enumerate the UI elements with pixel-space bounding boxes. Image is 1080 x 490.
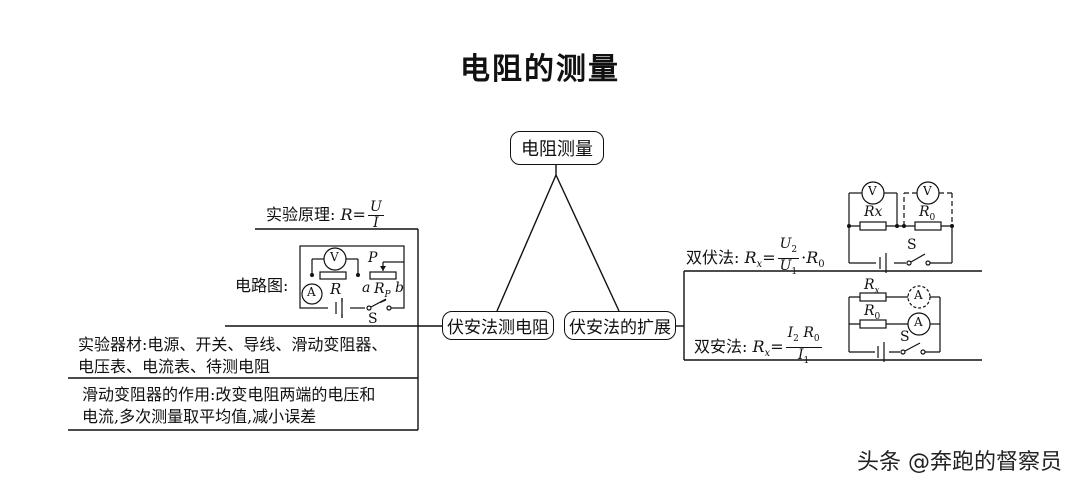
switch-letter: S — [368, 311, 378, 327]
switch-letter: S — [900, 329, 910, 345]
root-node[interactable]: 电阻测量 — [510, 131, 604, 165]
ammeter-icon — [907, 285, 931, 309]
watermark: 头条 @奔跑的督察员 — [857, 450, 1062, 475]
resistor-letter: R — [330, 280, 342, 298]
ammeter-icon — [301, 283, 323, 305]
rx-letter: Rx — [864, 204, 883, 220]
ammeter-icon — [907, 312, 931, 336]
ammeter-letter: A — [307, 285, 316, 299]
a2-letter: A — [914, 315, 923, 329]
page-title: 电阻的测量 — [460, 52, 620, 87]
branch-extension[interactable]: 伏安法的扩展 — [564, 311, 676, 340]
voltmeter-letter: V — [330, 250, 339, 264]
r0-letter: R0 — [919, 204, 936, 223]
voltmeter-icon — [916, 181, 940, 205]
v2-letter: V — [923, 184, 932, 198]
end-a-letter: a — [362, 280, 371, 296]
circuit-double-ammeter — [848, 292, 941, 353]
rheostat-role-text: 滑动变阻器的作用:改变电阻两端的电压和 电流,多次测量取平均值,减小误差 — [82, 385, 376, 426]
rheostat-letter: RP — [374, 281, 391, 300]
branch-voltammetry[interactable]: 伏安法测电阻 — [442, 311, 554, 340]
a1-letter: A — [914, 288, 923, 302]
switch-letter: S — [907, 237, 917, 253]
principle-prefix: 实验原理: — [266, 205, 336, 224]
voltmeter-icon — [861, 181, 885, 205]
equipment-text: 实验器材:电源、开关、导线、滑动变阻器、 电压表、电流表、待测电阻 — [78, 335, 388, 376]
end-b-letter: b — [395, 280, 404, 296]
voltmeter-icon — [323, 247, 347, 271]
circuit-label: 电路图: — [235, 276, 289, 295]
pointer-letter: P — [368, 250, 378, 266]
rx-letter: Rx — [864, 277, 880, 296]
r0-letter: R0 — [864, 303, 881, 322]
principle-lhs: R — [340, 205, 353, 224]
v1-letter: V — [868, 184, 877, 198]
